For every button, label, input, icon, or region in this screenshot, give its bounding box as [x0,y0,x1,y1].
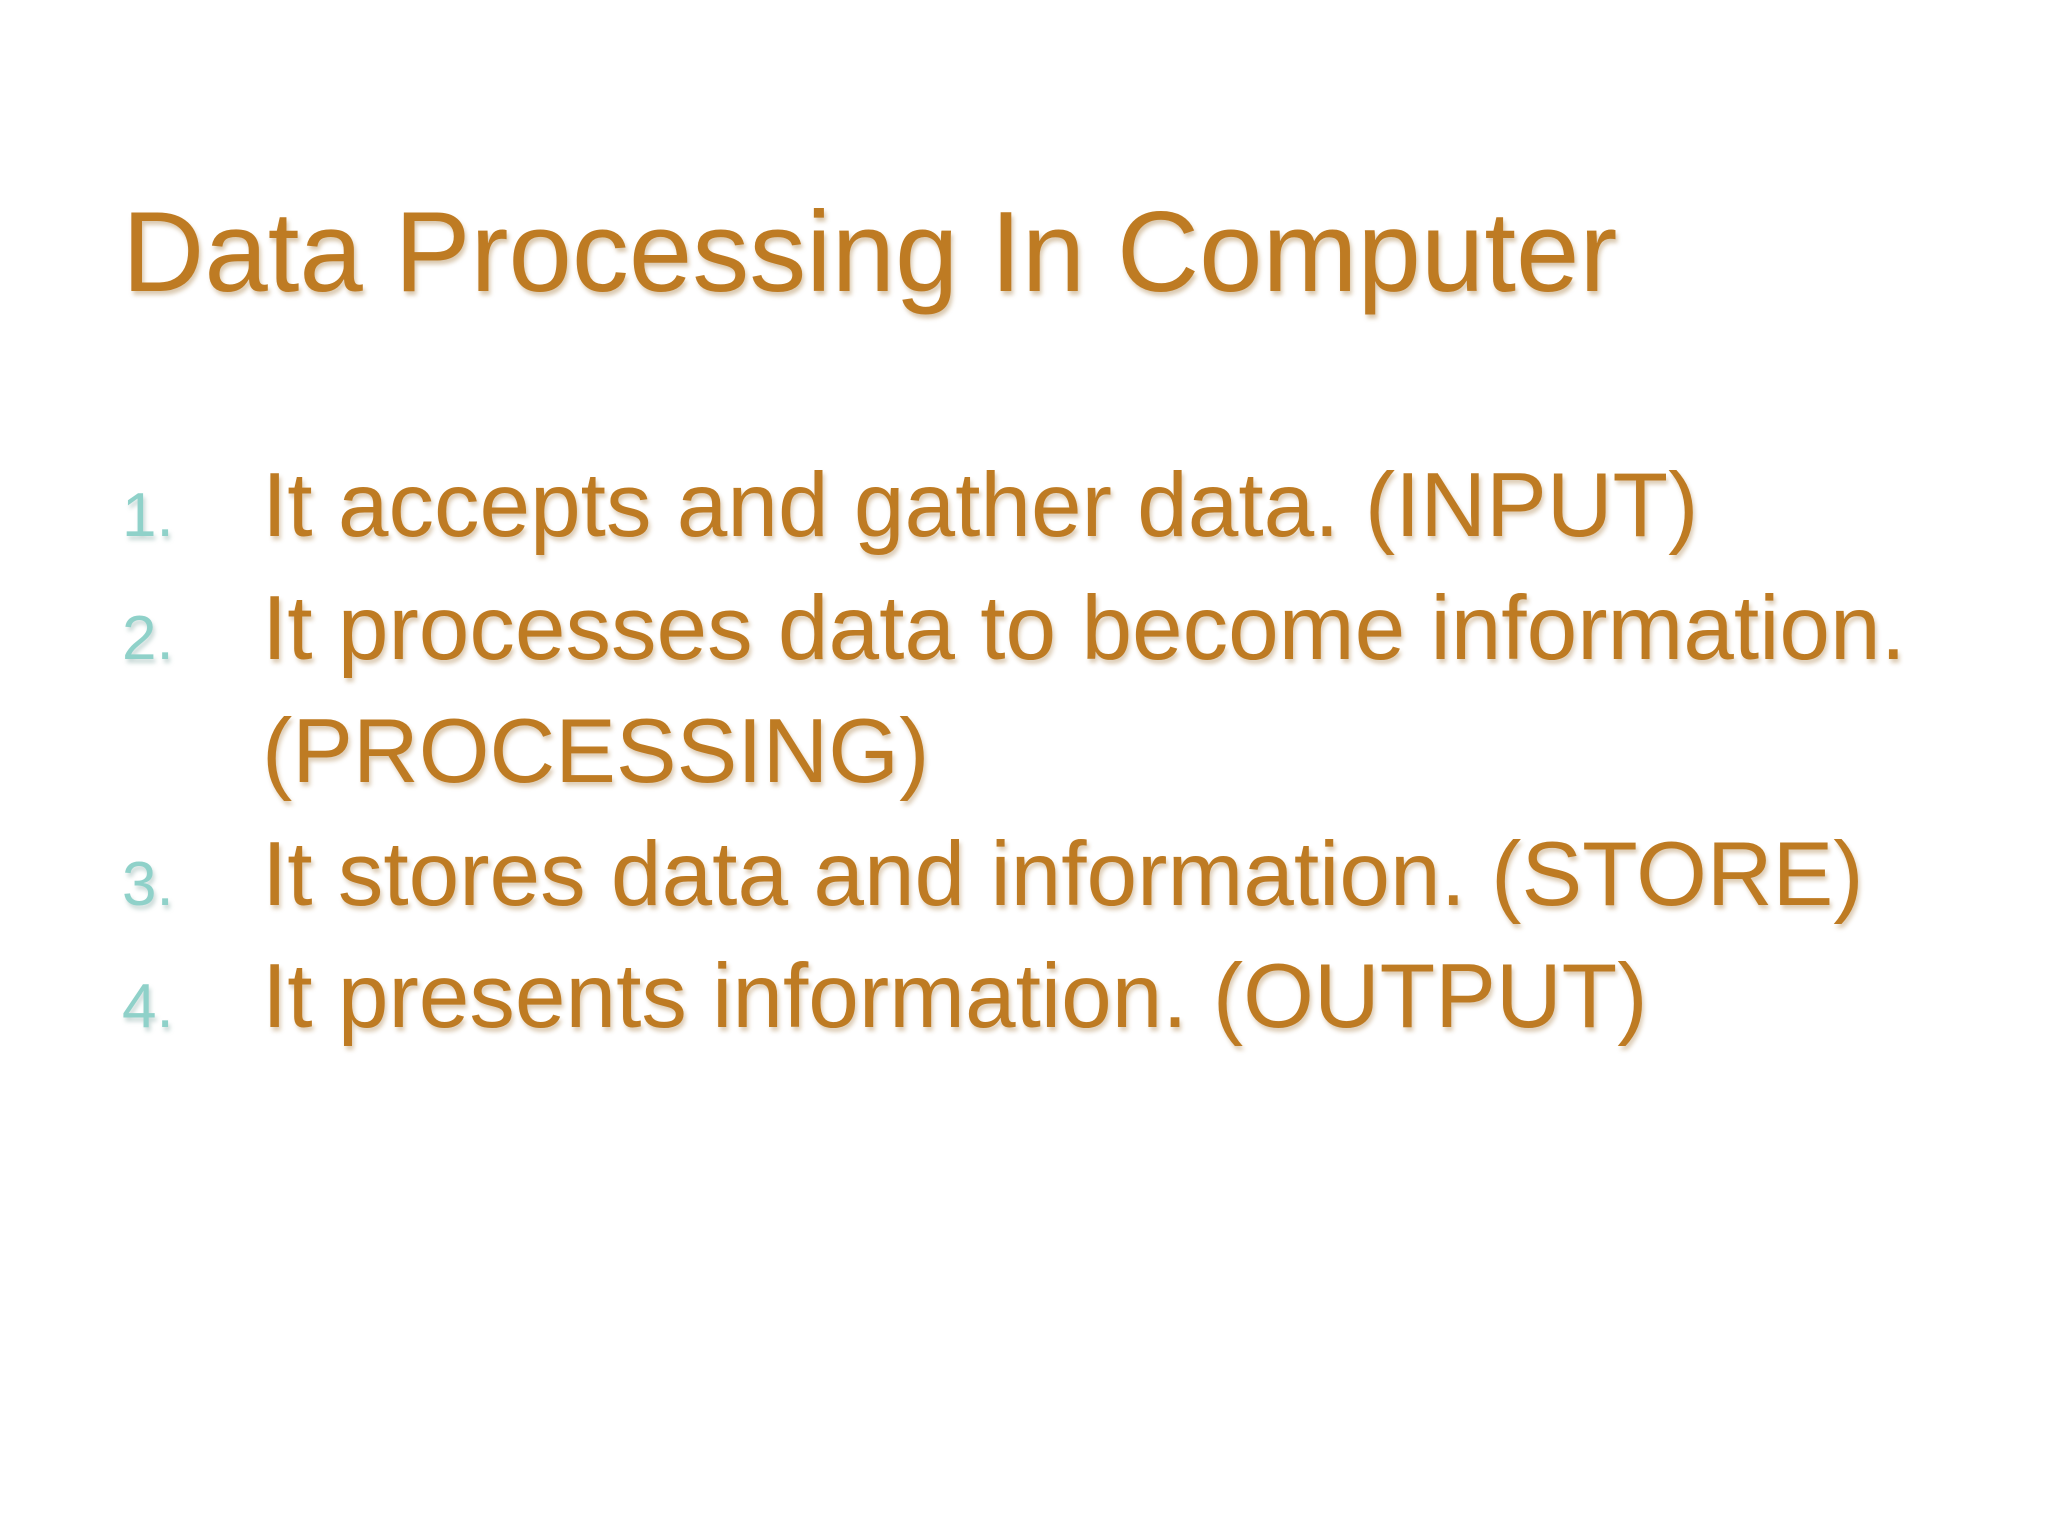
list-item-text: It presents information. (OUTPUT) [262,946,1648,1048]
list-item: 1. It accepts and gather data. (INPUT) [122,445,2022,568]
list-item-text: It stores data and information. (STORE) [262,823,1864,925]
list-item: 2. It processes data to become informati… [122,568,2022,814]
numbered-list: 1. It accepts and gather data. (INPUT) 2… [122,445,2022,1059]
list-item: 4. It presents information. (OUTPUT) [122,936,2022,1059]
slide-title: Data Processing In Computer [122,189,1618,316]
list-item: 3. It stores data and information. (STOR… [122,814,2022,937]
list-item-number: 1. [122,481,174,550]
list-item-text: It accepts and gather data. (INPUT) [262,455,1699,556]
list-item-number: 3. [122,849,174,919]
list-item-number: 4. [122,972,174,1042]
list-item-text: It processes data to become information.… [262,577,1906,802]
list-item-number: 2. [122,603,174,673]
